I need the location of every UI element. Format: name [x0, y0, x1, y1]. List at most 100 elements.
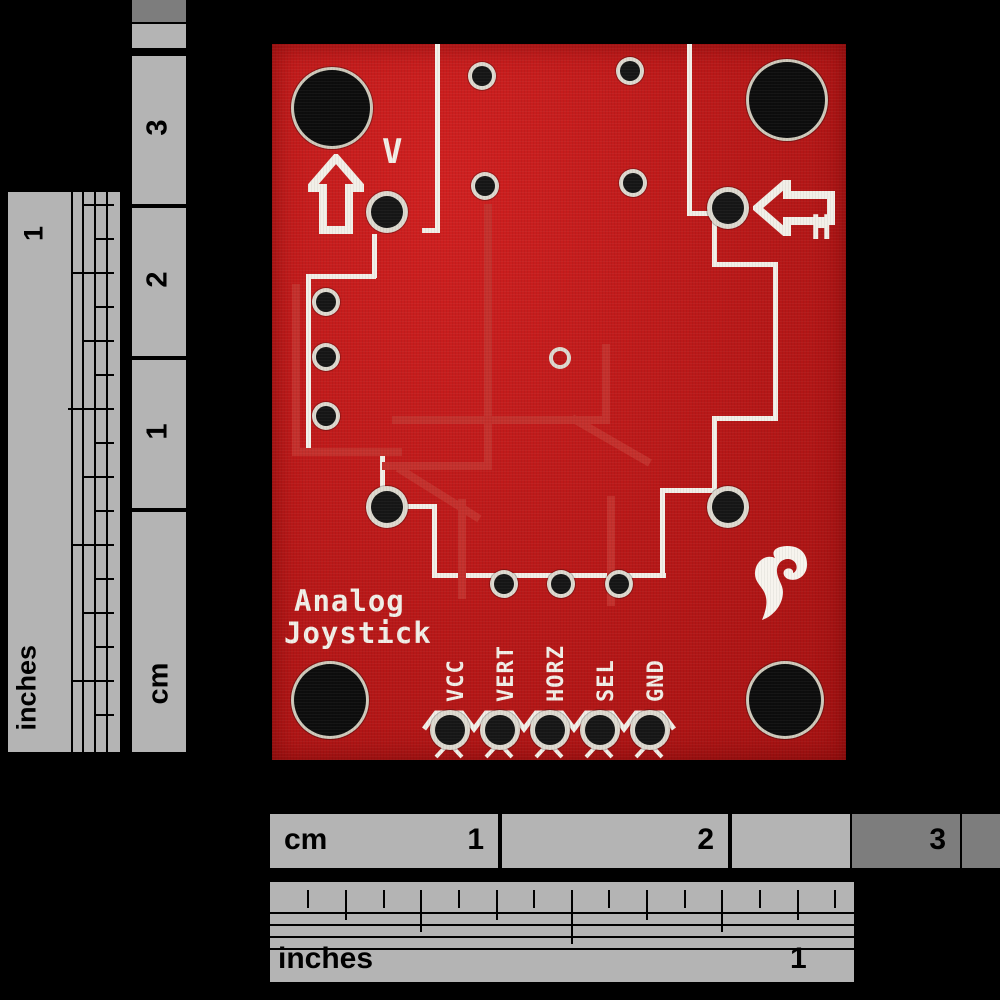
left-inches-tick — [96, 646, 114, 648]
joystick-mount-pad-lower-right — [712, 491, 744, 523]
bottom-inches-tick — [571, 890, 573, 944]
left-cm-unit-label: cm — [142, 662, 175, 705]
bottom-inches-tick — [458, 890, 460, 908]
left-inches-tick — [96, 510, 114, 512]
trace-left-low — [292, 448, 402, 456]
bottom-cm-ruler-seg-3: 3 — [850, 812, 962, 870]
bottom-inches-tick — [383, 890, 385, 908]
silk-line — [660, 488, 665, 578]
bottom-cm-ruler-seg-tail — [960, 812, 1000, 870]
silk-line — [435, 44, 440, 232]
joystick-pad-top-left — [472, 66, 492, 86]
trace-down2 — [458, 499, 466, 599]
left-inches-tick — [96, 170, 114, 172]
trace-upper-right — [602, 344, 610, 424]
left-inches-unit-label: inches — [11, 644, 42, 731]
vertical-axis-letter: V — [382, 132, 403, 172]
left-inches-ruler-body — [6, 190, 122, 754]
header-pad-gnd — [635, 715, 665, 745]
bottom-inches-rail-3 — [268, 936, 1000, 938]
left-inches-tick — [96, 714, 114, 716]
left-arrow-icon — [753, 180, 835, 236]
bottom-inches-tick — [420, 890, 422, 932]
joystick-mount-pad-upper-right — [712, 192, 744, 224]
bottom-inches-tick — [307, 890, 309, 908]
left-inches-tick — [72, 136, 114, 138]
left-inches-tick — [84, 476, 114, 478]
silk-line — [432, 504, 437, 578]
left-cm-ruler-seg-2: 2 — [130, 206, 188, 358]
horizontal-axis-letter: H — [811, 208, 832, 248]
bottom-inches-tick — [947, 890, 949, 908]
bottom-cm-tick-2: 2 — [697, 823, 714, 856]
mounting-hole-top-left — [294, 70, 370, 146]
bottom-cm-tick-1: 1 — [467, 823, 484, 856]
silk-line — [660, 488, 717, 493]
bottom-inches-tick — [759, 890, 761, 908]
left-inches-tick — [84, 612, 114, 614]
bottom-inches-tick — [345, 890, 347, 920]
silk-line — [687, 44, 692, 216]
left-cm-tick-3: 3 — [141, 119, 174, 136]
left-inches-tick — [96, 442, 114, 444]
bottom-inches-tick-1: 1 — [790, 942, 807, 975]
bottom-cm-tick-3: 3 — [929, 823, 946, 856]
pin-label-gnd: GND — [644, 659, 669, 702]
joystick-pad-mid-right — [623, 173, 643, 193]
trace-vert — [484, 204, 492, 464]
joystick-pad-mid-left — [475, 176, 495, 196]
header-pad-vcc — [435, 715, 465, 745]
left-inches-tick-1: 1 — [18, 225, 49, 242]
silk-line — [773, 262, 778, 420]
left-inches-tick — [72, 544, 114, 546]
trace-mid — [382, 462, 492, 470]
bottom-inches-tick — [910, 890, 912, 920]
switch-pad-2 — [551, 574, 571, 594]
side-pad-2 — [316, 347, 336, 367]
silk-line — [712, 220, 717, 266]
header-pad-vert — [485, 715, 515, 745]
silk-line — [712, 262, 778, 267]
left-inches-tick — [84, 204, 114, 206]
bottom-inches-tick — [684, 890, 686, 908]
left-cm-ruler-seg-blank — [130, 22, 188, 50]
trace-horz — [392, 416, 602, 424]
bottom-inches-ruler-body — [268, 880, 856, 984]
bottom-inches-unit-label: inches — [278, 942, 374, 975]
left-cm-tick-1: 1 — [141, 423, 174, 440]
trace-diag — [570, 414, 652, 467]
silk-line — [306, 274, 311, 456]
silk-line — [380, 451, 385, 509]
header-pad-horz — [535, 715, 565, 745]
mounting-hole-bottom-right — [749, 664, 821, 736]
bottom-cm-ruler-seg-1: cm 1 — [268, 812, 500, 870]
board-title-line2: Joystick — [284, 616, 432, 650]
pin-label-vert: VERT — [494, 645, 519, 702]
left-inches-tick — [96, 578, 114, 580]
bottom-cm-ruler-seg-2: 2 — [500, 812, 730, 870]
left-inches-tick — [72, 272, 114, 274]
side-pad-1 — [316, 292, 336, 312]
left-inches-tick — [84, 68, 114, 70]
left-inches-tick — [96, 102, 114, 104]
board-title-line1: Analog — [294, 584, 405, 618]
bottom-inches-tick — [608, 890, 610, 908]
silk-line — [432, 573, 666, 578]
silk-line — [372, 234, 377, 278]
bottom-cm-ruler-seg-3-light — [730, 812, 852, 870]
left-cm-tick-2: 2 — [141, 271, 174, 288]
bottom-inches-tick — [797, 890, 799, 920]
silk-line — [712, 416, 778, 421]
joystick-mount-pad-lower-left — [371, 491, 403, 523]
joystick-mount-pad-upper-left — [371, 196, 403, 228]
pin-label-horz: HORZ — [544, 645, 569, 702]
silk-line — [712, 416, 717, 492]
sparkfun-flame-logo — [754, 546, 808, 620]
bottom-inches-rail-4 — [268, 948, 1000, 950]
left-inches-tick — [96, 238, 114, 240]
center-via — [553, 351, 567, 365]
left-inches-rail-1 — [71, 0, 73, 752]
up-arrow-icon — [308, 154, 364, 234]
bottom-cm-unit-label: cm — [284, 823, 328, 856]
side-pad-3 — [316, 406, 336, 426]
